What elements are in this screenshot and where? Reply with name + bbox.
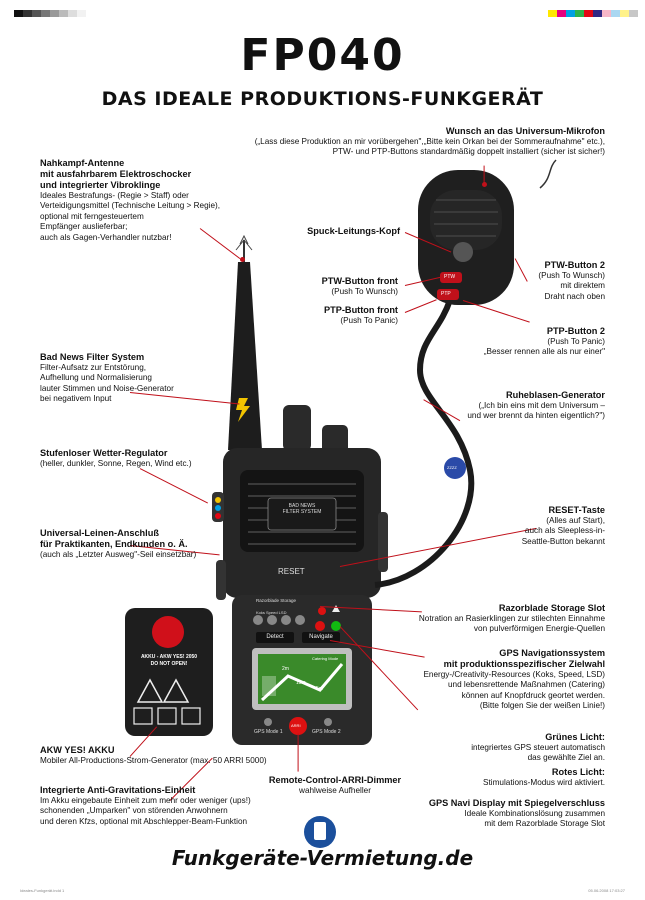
arri-dimmer-button: [289, 717, 307, 735]
callout-ptp-front: PTP-Button front (Push To Panic): [324, 305, 398, 325]
print-info-left: Ideales-Funkgerät.indd 1: [20, 888, 65, 893]
callout-antenne: Nahkampf-Antenne mit ausfahrbarem Elektr…: [40, 158, 220, 242]
detect-button[interactable]: Detect: [266, 634, 284, 640]
callout-mikrofon: Wunsch an das Universum-Mikrofon („Lass …: [254, 126, 605, 157]
callout-anti: Integrierte Anti-Gravitations-Einheit Im…: [40, 785, 251, 826]
screen-2m: 2m: [282, 666, 289, 672]
callout-reset: RESET-Taste (Alles auf Start), auch als …: [521, 505, 605, 546]
grayscale-bar: [14, 4, 86, 17]
callout-ptp2: PTP-Button 2 (Push To Panic) „Besser ren…: [483, 326, 605, 357]
callout-akw: AKW YES! AKKU Mobiler All-Productions-St…: [40, 745, 267, 765]
screen-5m: 5m: [316, 686, 323, 692]
ptp-button-front: [437, 289, 459, 300]
lightning-icon: [236, 398, 250, 422]
callout-leinen: Universal-Leinen-Anschluß für Praktikant…: [40, 528, 197, 559]
callout-spuck: Spuck-Leitungs-Kopf: [307, 226, 400, 236]
screen-15m: 15m: [296, 680, 306, 686]
ruhe-badge: ZZZZ: [447, 465, 457, 470]
screen-mode: Catering Mode: [312, 656, 339, 661]
koks-device-label: Koks Speed LSD: [256, 610, 287, 615]
razor-device-label: Razorblade Storage: [256, 598, 297, 603]
gps-mode2-button[interactable]: GPS Mode 2: [312, 729, 341, 735]
knob-left: [283, 405, 311, 451]
callout-wetter: Stufenloser Wetter-Regulator (heller, du…: [40, 448, 192, 468]
callout-razor: Razorblade Storage Slot Notration an Ras…: [418, 603, 605, 634]
color-bar: [548, 4, 638, 17]
navigate-button[interactable]: Navigate: [309, 634, 333, 640]
mic-cable: [374, 299, 475, 588]
knob-right: [322, 425, 348, 453]
akw-battery: [125, 608, 213, 736]
callout-gruen: Grünes Licht: integriertes GPS steuert a…: [471, 732, 605, 763]
ptp-device-label: PTP: [441, 291, 451, 297]
callout-ptw-front: PTW-Button front (Push To Wunsch): [321, 276, 398, 296]
ptw-device-label: PTW: [444, 274, 456, 280]
page-title: FP040: [240, 30, 405, 81]
callout-badnews: Bad News Filter System Filter-Aufsatz zu…: [40, 352, 174, 404]
callout-ruhe: Ruheblasen-Generator („Ich bin eins mit …: [467, 390, 605, 421]
callout-ptw2: PTW-Button 2 (Push To Wunsch) mit direkt…: [538, 260, 605, 301]
ruhe-generator: [444, 457, 466, 479]
page-subtitle: DAS IDEALE PRODUKTIONS-FUNKGERÄT: [101, 88, 544, 110]
callout-gpsdisp: GPS Navi Display mit Spiegelverschluss I…: [428, 798, 605, 829]
footer-brand[interactable]: Funkgeräte-Vermietung.de: [171, 846, 474, 870]
arri-device-label: ARRI: [291, 723, 301, 728]
callout-rot: Rotes Licht: Stimulations-Modus wird akt…: [483, 767, 605, 787]
callout-gps: GPS Navigationssystem mit produktionsspe…: [423, 648, 605, 711]
reset-button[interactable]: RESET: [278, 567, 305, 576]
print-info-right: 05.06.2008 17:03:27: [588, 888, 625, 893]
ptw-button-front: [440, 272, 462, 283]
gps-mode1-button[interactable]: GPS Mode 1: [254, 729, 283, 735]
callout-arri: Remote-Control-ARRI-Dimmer wahlweise Auf…: [268, 775, 402, 795]
